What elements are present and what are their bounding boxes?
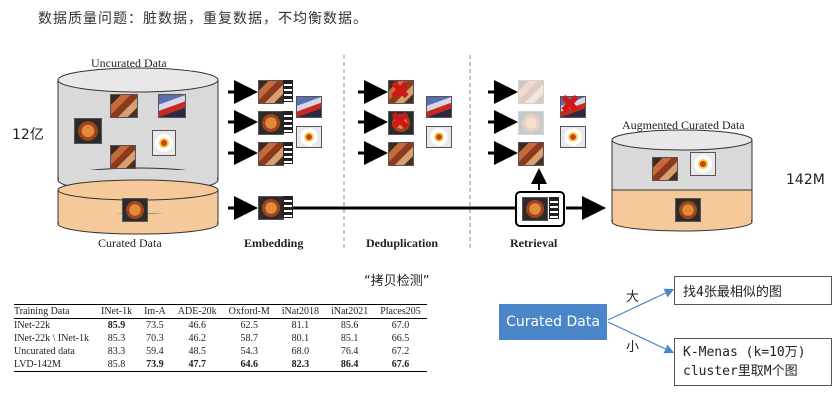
table-row: LVD-142M 85.8 73.9 47.7 64.6 82.3 86.4 6… (14, 358, 427, 372)
table-cell: LVD-142M (14, 359, 61, 370)
retrieval-image (518, 80, 544, 104)
retrieval-image (560, 126, 586, 148)
count-left: 12亿 (12, 127, 44, 143)
table-cell: 47.7 (188, 359, 206, 370)
remove-icon: ✖ (559, 90, 581, 120)
table-cell: INet-22k (14, 320, 51, 331)
uncurated-label: Uncurated Data (91, 56, 167, 70)
column-header: Places205 (380, 306, 421, 317)
page-heading: 数据质量问题：脏数据，重复数据，不均衡数据。 (38, 11, 368, 27)
table-cell: 85.8 (107, 359, 126, 370)
table-cell: 83.3 (107, 346, 126, 357)
sample-image (110, 145, 136, 169)
column-header: Training Data (14, 306, 70, 317)
stage-deduplication: Deduplication (366, 236, 439, 250)
branch-big-label: 大 (626, 290, 640, 305)
table-cell: 68.0 (291, 346, 310, 357)
stage-embedding: Embedding (244, 236, 304, 250)
table-row: INet-22k 85.9 73.5 46.6 62.5 81.1 85.6 6… (14, 319, 427, 333)
table-cell: 85.6 (340, 320, 359, 331)
table-row: INet-22k \ INet-1k 85.3 70.3 46.2 58.7 8… (14, 332, 427, 345)
table-cell: 70.3 (146, 333, 164, 344)
table-row: Uncurated data 83.3 59.4 48.5 54.3 68.0 … (14, 345, 427, 358)
dedup-image (388, 142, 414, 166)
column-header: ADE-20k (177, 306, 217, 317)
remove-icon: ✖ (389, 76, 411, 106)
table-cell: 67.0 (391, 320, 410, 331)
embedded-image (296, 96, 322, 118)
remove-icon: ✖ (389, 107, 411, 137)
table-cell: 46.6 (188, 320, 206, 331)
film-strip-icon (283, 111, 293, 133)
column-header: Oxford-M (228, 306, 270, 317)
sample-image (74, 118, 102, 144)
column-header: iNat2021 (330, 306, 369, 317)
embedded-image (296, 126, 322, 148)
column-header: iNat2018 (281, 306, 319, 317)
augmented-image (675, 198, 701, 222)
table-cell: 46.2 (188, 333, 206, 344)
table-cell: 86.4 (340, 359, 359, 370)
table-cell: 82.3 (291, 359, 310, 370)
augmented-label: Augmented Curated Data (622, 118, 745, 132)
retrieval-image (518, 142, 544, 166)
retrieval-query-image (522, 197, 548, 221)
sample-image (122, 198, 148, 222)
table-cell: 62.5 (240, 320, 258, 331)
table-cell: 85.9 (107, 320, 126, 331)
result-top-text: 找4张最相似的图 (683, 285, 782, 300)
stage-retrieval: Retrieval (510, 236, 558, 250)
augmented-image (652, 157, 678, 181)
dedup-image (426, 126, 452, 148)
table-cell: 64.6 (240, 359, 258, 370)
table-cell: 85.3 (107, 333, 126, 344)
table-cell: 58.7 (240, 333, 258, 344)
sample-image (158, 94, 186, 118)
table-cell: 66.5 (391, 333, 410, 344)
column-header: Im-A (144, 306, 166, 317)
table-cell: 73.5 (146, 320, 164, 331)
retrieval-image (518, 111, 544, 135)
table-cell: 85.1 (340, 333, 359, 344)
curated-label: Curated Data (98, 236, 162, 250)
result-bottom-line1: K-Menas (k=10万) (683, 345, 806, 360)
table-cell: 81.1 (291, 320, 310, 331)
film-strip-icon (549, 197, 559, 219)
embedded-image (258, 80, 284, 104)
results-table: Training Data INet-1k Im-A ADE-20k Oxfor… (14, 304, 427, 372)
copy-detection-note: “拷贝检测” (364, 274, 430, 289)
augmented-image (690, 152, 716, 176)
table-cell: 80.1 (291, 333, 310, 344)
column-header: INet-1k (100, 306, 133, 317)
table-cell: 67.2 (391, 346, 410, 357)
embedded-image (258, 196, 284, 220)
table-cell: 54.3 (240, 346, 258, 357)
dedup-image (426, 96, 452, 118)
count-right: 142M (786, 172, 825, 188)
embedded-image (258, 142, 284, 166)
table-cell: 59.4 (146, 346, 164, 357)
dedup-image (388, 80, 414, 104)
film-strip-icon (283, 196, 293, 218)
embedded-image (258, 111, 284, 135)
sample-image (110, 94, 138, 118)
result-bottom-line2: cluster里取M个图 (683, 364, 798, 379)
result-bottom-box: K-Menas (k=10万) cluster里取M个图 (674, 338, 832, 386)
table-cell: 48.5 (188, 346, 206, 357)
sample-image (152, 130, 176, 156)
table-cell: 76.4 (340, 346, 359, 357)
dedup-image (388, 111, 414, 135)
retrieval-image (560, 96, 586, 118)
table-cell: 73.9 (146, 359, 164, 370)
branch-small-label: 小 (626, 340, 640, 355)
curated-data-box: Curated Data (499, 304, 607, 340)
result-top-box: 找4张最相似的图 (674, 276, 832, 305)
film-strip-icon (283, 142, 293, 164)
table-cell: Uncurated data (14, 346, 75, 357)
film-strip-icon (283, 80, 293, 102)
table-cell: INet-22k \ INet-1k (14, 333, 89, 344)
table-cell: 67.6 (391, 359, 410, 370)
table-header-row: Training Data INet-1k Im-A ADE-20k Oxfor… (14, 304, 427, 319)
